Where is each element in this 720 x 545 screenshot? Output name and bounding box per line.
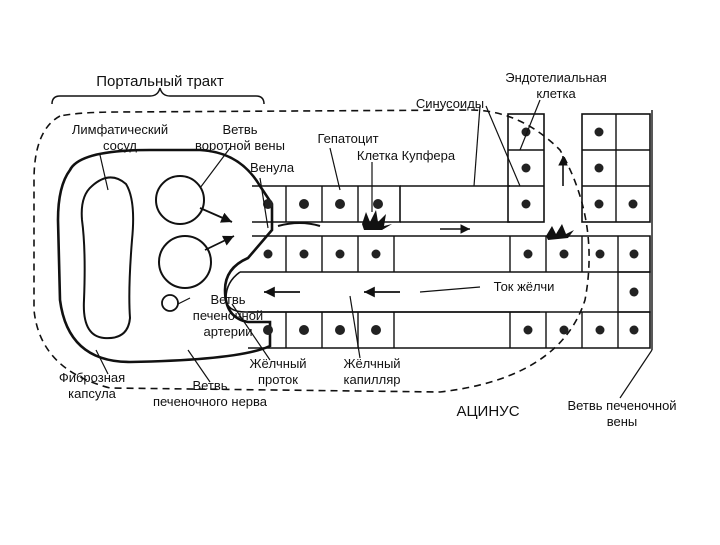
venule-arrow-1 [199, 207, 233, 223]
hepatocyte-column-right [507, 110, 653, 350]
label-bile-capillary: Жёлчный [343, 356, 400, 371]
label-kupffer-cell: Клетка Купфера [357, 148, 456, 163]
hepatocyte-row-lower [248, 311, 651, 349]
label-portal-vein-branch: Ветвь [222, 122, 257, 137]
label-hepatic-artery: Ветвь [210, 292, 245, 307]
label-endothelial-cell: Эндотелиальная [505, 70, 607, 85]
label-acinus: АЦИНУС [456, 403, 519, 420]
hepatic-artery-branch [161, 294, 179, 312]
portal-vein-branch-lower [158, 235, 212, 289]
label-portal-vein-branch-2: воротной вены [195, 138, 285, 153]
portal-tract-brace [51, 87, 265, 105]
label-bile-duct: Жёлчный [249, 356, 306, 371]
label-fibrous-capsule: Фиброзная [59, 370, 125, 385]
bile-duct-curve [225, 271, 540, 313]
label-lymph-vessel: Лимфатический [72, 122, 168, 137]
label-portal-tract: Портальный тракт [96, 73, 224, 90]
label-hepatic-vein-2: вены [607, 414, 638, 429]
venule-arrow-2 [204, 235, 235, 251]
acinus-boundary [33, 109, 590, 393]
label-endothelial-cell-2: клетка [536, 86, 576, 101]
label-venule: Венула [250, 160, 295, 175]
lymphatic-vessel [80, 176, 135, 340]
label-hepatic-artery-2: печеночной [193, 308, 263, 323]
hepatocyte-row-upper [252, 185, 510, 223]
label-bile-duct-2: проток [258, 372, 298, 387]
label-fibrous-capsule-2: капсула [68, 386, 117, 401]
label-bile-capillary-2: капилляр [344, 372, 401, 387]
label-hepatic-nerve: Ветвь [192, 378, 227, 393]
label-hepatic-artery-3: артерии [204, 324, 253, 339]
hepatocyte-row-middle [240, 235, 651, 273]
label-bile-flow: Ток жёлчи [494, 279, 555, 294]
leader-lines [95, 99, 653, 399]
endothelial-cell [277, 222, 321, 227]
kupffer-cell [362, 210, 574, 240]
label-hepatic-vein: Ветвь печеночной [567, 398, 676, 413]
label-sinusoids: Синусоиды [416, 96, 484, 111]
label-hepatic-nerve-2: печеночного нерва [153, 394, 268, 409]
label-lymph-vessel-2: сосуд [103, 138, 137, 153]
portal-vein-branch-upper [155, 175, 205, 225]
fibrous-capsule [56, 148, 274, 364]
label-hepatocyte: Гепатоцит [317, 131, 378, 146]
